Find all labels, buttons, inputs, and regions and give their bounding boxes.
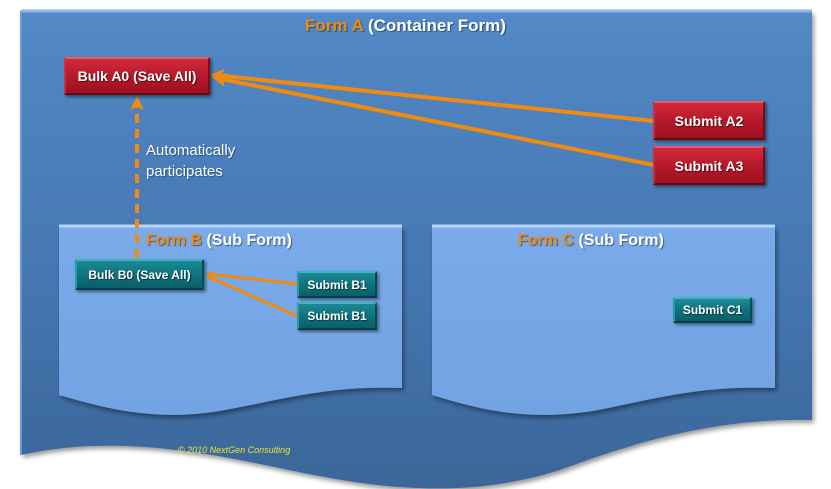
- arrow-submit-b1-second-to-bulk-b0: [207, 275, 298, 318]
- note-line-2: participates: [146, 163, 223, 180]
- submit-a2-button[interactable]: Submit A2: [653, 101, 765, 140]
- form-c-title-name: Form C: [518, 232, 574, 249]
- form-c-title: Form C (Sub Form): [518, 232, 664, 250]
- submit-a3-button[interactable]: Submit A3: [653, 146, 765, 185]
- auto-participates-note: Automatically participates: [146, 140, 235, 182]
- arrow-submit-a2-to-bulk-a0: [210, 69, 655, 123]
- form-b-title-type: (Sub Form): [202, 232, 292, 249]
- form-a-title-name: Form A: [305, 16, 364, 35]
- note-line-1: Automatically: [146, 142, 236, 159]
- copyright-text: © 2010 NextGen Consulting: [178, 445, 291, 455]
- bulk-a0-save-all-button[interactable]: Bulk A0 (Save All): [64, 57, 210, 95]
- submit-b1-button-first[interactable]: Submit B1: [297, 271, 377, 298]
- bulk-b0-save-all-button[interactable]: Bulk B0 (Save All): [75, 259, 204, 290]
- form-a-title: Form A (Container Form): [305, 16, 506, 36]
- arrow-submit-b1-first-to-bulk-b0: [206, 270, 298, 286]
- form-a-title-type: (Container Form): [363, 16, 506, 35]
- submit-b1-button-second[interactable]: Submit B1: [297, 302, 377, 330]
- form-c-title-type: (Sub Form): [574, 232, 664, 249]
- submit-c1-button[interactable]: Submit C1: [673, 297, 752, 323]
- arrow-submit-a3-to-bulk-a0: [212, 73, 655, 167]
- form-b-title-name: Form B: [146, 232, 202, 249]
- form-b-title: Form B (Sub Form): [146, 232, 292, 250]
- form-c-container: [432, 226, 775, 415]
